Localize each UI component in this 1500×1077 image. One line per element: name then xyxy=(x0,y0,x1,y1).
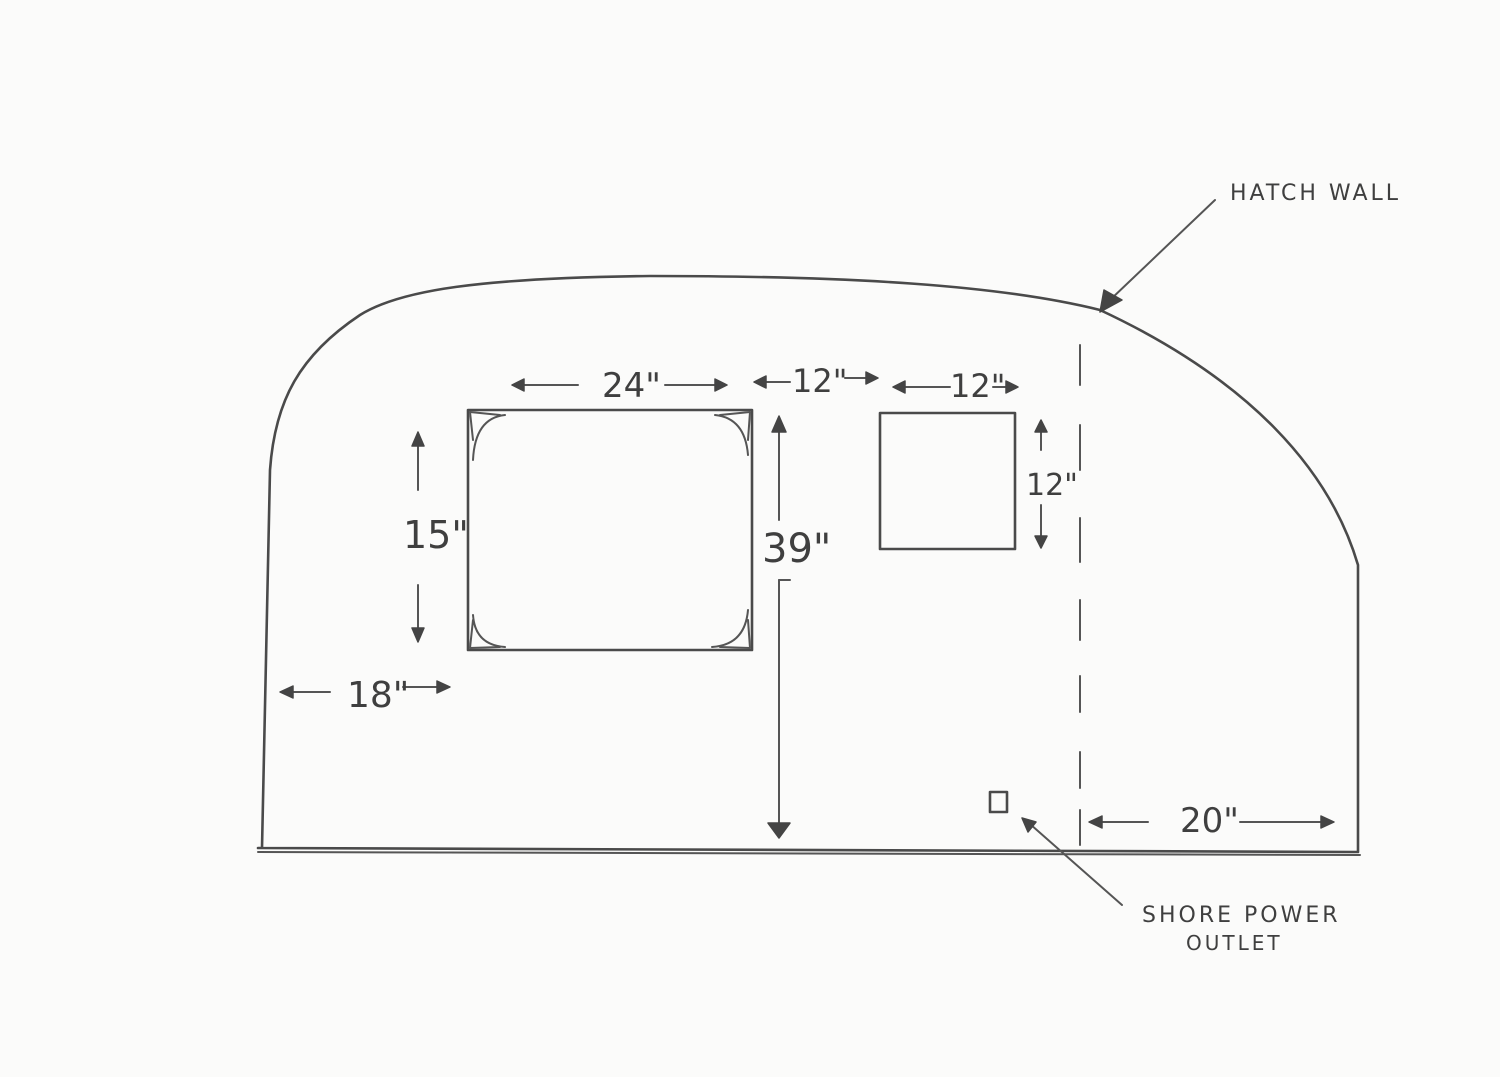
shore-power-label-line2: OUTLET xyxy=(1186,931,1283,955)
shore-power-leader xyxy=(1029,823,1123,906)
large-window xyxy=(466,408,754,652)
svg-text:24": 24" xyxy=(602,366,661,406)
dim-small-window-width: 12" xyxy=(892,367,1019,405)
dim-large-window-width: 24" xyxy=(511,366,728,406)
dim-window-gap: 12" xyxy=(753,362,879,400)
svg-text:39": 39" xyxy=(762,526,831,572)
svg-text:12": 12" xyxy=(950,367,1005,405)
svg-text:20": 20" xyxy=(1180,801,1239,841)
dim-hatch-depth: 20" xyxy=(1088,801,1335,841)
wall-outline xyxy=(256,274,1360,854)
svg-text:15": 15" xyxy=(403,513,469,557)
dim-wall-height: 39" xyxy=(762,415,831,839)
dim-left-offset: 18" xyxy=(279,675,451,716)
wall-floor-line xyxy=(257,851,1361,856)
dim-large-window-height: 15" xyxy=(403,431,469,643)
hatch-wall-arrowhead xyxy=(1099,289,1123,313)
hatch-wall-label: HATCH WALL xyxy=(1230,181,1401,206)
shore-power-label-line1: SHORE POWER xyxy=(1142,903,1341,928)
dim-small-window-height: 12" xyxy=(1026,419,1078,549)
shore-power-outlet xyxy=(988,790,1009,814)
svg-text:18": 18" xyxy=(347,675,409,716)
shore-power-arrowhead xyxy=(1021,817,1037,833)
small-window xyxy=(878,411,1017,551)
svg-text:12": 12" xyxy=(792,362,847,400)
svg-text:12": 12" xyxy=(1026,468,1078,503)
hatch-wall-leader xyxy=(1109,199,1216,301)
